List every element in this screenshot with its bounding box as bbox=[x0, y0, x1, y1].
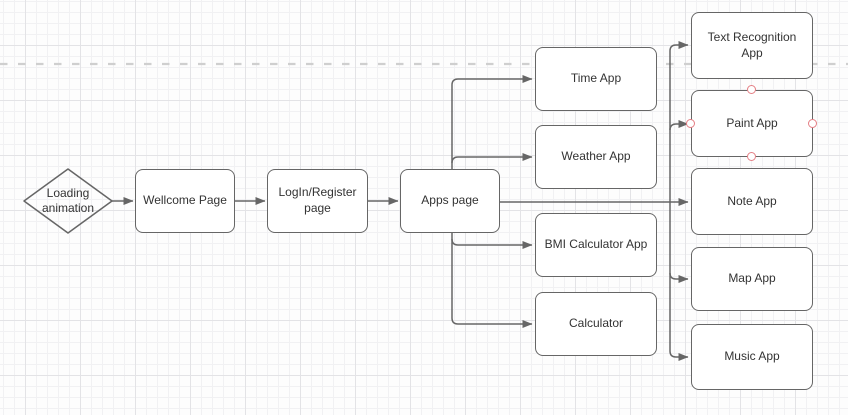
node-bmi-calculator-app[interactable]: BMI Calculator App bbox=[535, 213, 657, 277]
edge-apps-to-music[interactable] bbox=[669, 202, 689, 361]
node-calculator[interactable]: Calculator bbox=[535, 292, 657, 356]
node-label: Music App bbox=[724, 349, 780, 364]
connection-point-right-icon[interactable] bbox=[808, 119, 817, 128]
node-label: BMI Calculator App bbox=[544, 237, 648, 252]
connection-point-bottom-icon[interactable] bbox=[747, 152, 756, 161]
node-label: Note App bbox=[727, 193, 777, 208]
node-loading-animation-shape[interactable] bbox=[23, 168, 113, 234]
node-label: Paint App bbox=[726, 115, 778, 130]
edge-apps-to-bmi[interactable] bbox=[451, 238, 533, 249]
node-label: Calculator bbox=[568, 316, 624, 331]
node-wellcome-page[interactable]: Wellcome Page bbox=[135, 169, 235, 233]
node-label: Time App bbox=[570, 71, 622, 86]
edge-apps-to-map[interactable] bbox=[669, 272, 689, 283]
edge-apps-to-calculator[interactable] bbox=[451, 233, 533, 328]
connection-point-left-icon[interactable] bbox=[686, 119, 695, 128]
connection-point-top-icon[interactable] bbox=[747, 85, 756, 94]
node-login-register-page[interactable]: LogIn/Register page bbox=[267, 169, 368, 233]
node-label: Wellcome Page bbox=[143, 193, 227, 208]
node-music-app[interactable]: Music App bbox=[691, 324, 813, 390]
node-weather-app[interactable]: Weather App bbox=[535, 125, 657, 189]
node-label: Weather App bbox=[561, 149, 631, 164]
node-time-app[interactable]: Time App bbox=[535, 47, 657, 111]
node-loading-animation[interactable]: Loading animation bbox=[30, 172, 106, 230]
node-note-app[interactable]: Note App bbox=[691, 168, 813, 235]
node-map-app[interactable]: Map App bbox=[691, 247, 813, 311]
node-label: Apps page bbox=[421, 193, 479, 208]
edge-apps-to-weather[interactable] bbox=[451, 153, 533, 164]
edge-apps-to-paint[interactable] bbox=[669, 120, 689, 131]
node-text-recognition-app[interactable]: Text Recognition App bbox=[691, 12, 813, 79]
node-paint-app[interactable]: Paint App bbox=[691, 90, 813, 157]
node-label: Text Recognition App bbox=[707, 29, 797, 60]
node-label: LogIn/Register page bbox=[278, 185, 357, 215]
node-label: Loading animation bbox=[41, 186, 95, 215]
edge-apps-to-text-recognition[interactable] bbox=[669, 41, 689, 202]
node-label: Map App bbox=[728, 271, 776, 286]
node-apps-page[interactable]: Apps page bbox=[400, 169, 500, 233]
edge-apps-to-time[interactable] bbox=[451, 75, 533, 169]
